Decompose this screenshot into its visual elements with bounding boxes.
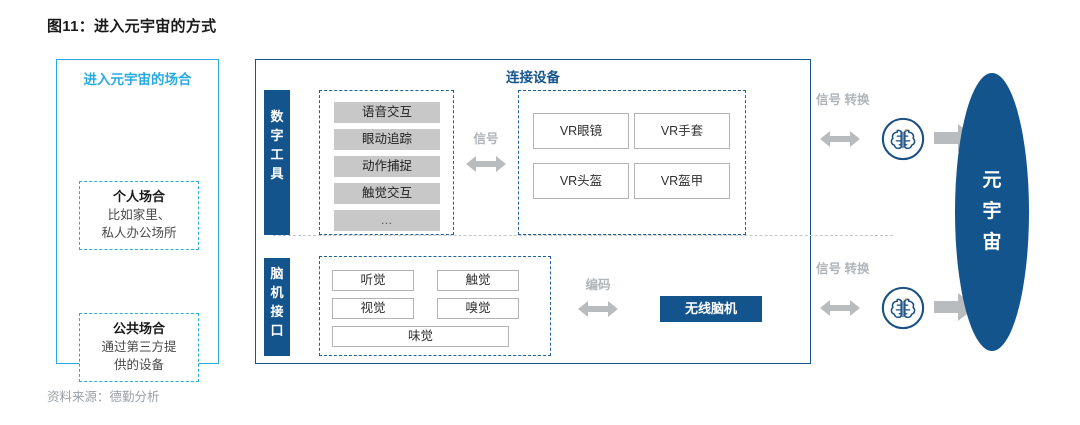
tool-chip[interactable]: 眼动追踪	[334, 129, 440, 150]
category-char: 脑	[270, 266, 284, 281]
vr-devices-group: VR眼镜 VR手套 VR头盔 VR盔甲	[518, 90, 746, 235]
tool-chip-more[interactable]: …	[334, 210, 440, 231]
signal-conversion-line1: 信号	[816, 262, 842, 276]
category-char: 口	[270, 323, 284, 338]
sense-box[interactable]: 味觉	[332, 326, 509, 347]
signal-conversion-line1: 信号	[816, 93, 842, 107]
double-arrow-icon	[820, 131, 860, 147]
scenario-panel-header: 进入元宇宙的场合	[83, 72, 192, 87]
category-char: 机	[270, 285, 284, 300]
category-char: 字	[270, 128, 284, 143]
category-bar-digital-tools: 数 字 工 具	[264, 90, 290, 235]
source-note: 资料来源：德勤分析	[47, 390, 160, 404]
vr-device-box[interactable]: VR眼镜	[533, 113, 629, 149]
row-divider	[273, 235, 893, 236]
category-char: 数	[270, 109, 284, 124]
scenario-panel: 进入元宇宙的场合 个人场合 比如家里、 私人办公场所 公共场合 通过第三方提 供…	[56, 59, 219, 382]
double-arrow-icon	[466, 156, 506, 172]
vr-device-box[interactable]: VR手套	[634, 113, 730, 149]
tool-chip[interactable]: 动作捕捉	[334, 156, 440, 177]
wireless-bci-box[interactable]: 无线脑机	[660, 296, 762, 322]
signal-conversion-label-bottom: 信号 转换	[816, 262, 870, 277]
category-char: 具	[270, 166, 284, 181]
signal-conversion-label-top: 信号 转换	[816, 93, 870, 108]
metaverse-char: 元	[982, 170, 1002, 191]
scenario-box-title: 公共场合	[112, 321, 165, 336]
metaverse-ellipse	[955, 73, 1029, 351]
scenario-box-desc-line1: 通过第三方提	[101, 340, 177, 354]
sense-box[interactable]: 触觉	[437, 270, 519, 291]
tool-chip[interactable]: 语音交互	[334, 102, 440, 123]
category-char: 接	[270, 304, 284, 319]
senses-group: 听觉 触觉 视觉 嗅觉 味觉	[319, 256, 551, 356]
sense-box[interactable]: 视觉	[332, 298, 414, 319]
scenario-box-public[interactable]: 公共场合 通过第三方提 供的设备	[79, 313, 199, 382]
encoding-label: 编码	[585, 278, 611, 292]
scenario-box-desc-line2: 供的设备	[113, 358, 164, 372]
page-title: 图11：进入元宇宙的方式	[47, 18, 217, 35]
vr-device-box[interactable]: VR头盔	[533, 163, 629, 199]
sense-box[interactable]: 嗅觉	[437, 298, 519, 319]
metaverse-char: 宇	[982, 201, 1002, 222]
signal-label-tools: 信号	[473, 132, 499, 146]
connected-devices-panel: 连接设备 数 字 工 具 语音交互 眼动追踪 动作捕捉 触觉交互 … 信号 VR…	[255, 59, 811, 364]
metaverse-shape: 元 宇 宙	[955, 73, 1029, 351]
digital-tools-group: 语音交互 眼动追踪 动作捕捉 触觉交互 …	[319, 90, 454, 235]
scenario-box-personal[interactable]: 个人场合 比如家里、 私人办公场所	[79, 181, 199, 250]
vr-device-box[interactable]: VR盔甲	[634, 163, 730, 199]
tool-chip[interactable]: 触觉交互	[334, 183, 440, 204]
signal-conversion-line2: 转换	[844, 93, 870, 107]
metaverse-label: 元 宇 宙	[955, 165, 1029, 258]
double-arrow-icon	[820, 300, 860, 316]
brain-icon	[881, 286, 925, 330]
signal-conversion-line2: 转换	[844, 262, 870, 276]
brain-icon	[881, 117, 925, 161]
scenario-box-desc-line2: 私人办公场所	[101, 226, 177, 240]
connected-devices-header: 连接设备	[506, 70, 560, 85]
scenario-box-desc-line1: 比如家里、	[107, 208, 171, 222]
double-arrow-icon	[578, 301, 618, 317]
scenario-box-title: 个人场合	[112, 189, 165, 204]
category-bar-bci: 脑 机 接 口	[264, 258, 290, 356]
metaverse-char: 宙	[982, 232, 1002, 253]
sense-box[interactable]: 听觉	[332, 270, 414, 291]
category-char: 工	[270, 147, 284, 162]
